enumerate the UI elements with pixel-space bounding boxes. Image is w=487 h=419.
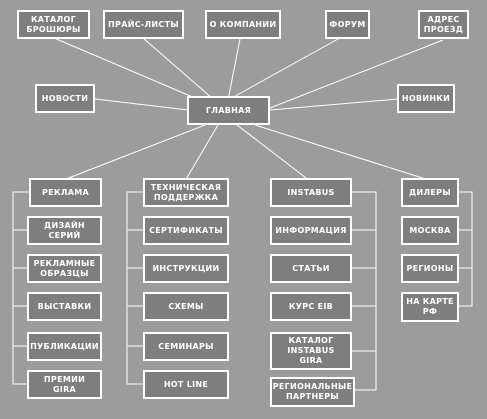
- group-head-label: INSTABUS: [287, 187, 335, 197]
- menu-item-label: HOT LINE: [163, 379, 209, 389]
- menu-item-instabus-catalog[interactable]: КАТАЛОГ INSTABUS GIRA: [270, 332, 352, 370]
- nav-news[interactable]: НОВОСТИ: [35, 84, 95, 113]
- group-head-tech-support[interactable]: ТЕХНИЧЕСКАЯ ПОДДЕРЖКА: [143, 178, 229, 207]
- nav-new-items-label: НОВИНКИ: [401, 93, 451, 103]
- menu-item-regions[interactable]: РЕГИОНЫ: [401, 254, 459, 283]
- menu-item-label: ИНСТРУКЦИИ: [152, 263, 220, 273]
- menu-item-label: СХЕМЫ: [168, 301, 204, 311]
- nav-address-label: АДРЕС ПРОЕЗД: [423, 14, 464, 34]
- menu-item-information[interactable]: ИНФОРМАЦИЯ: [270, 216, 352, 245]
- group-head-label: РЕКЛАМА: [42, 187, 89, 197]
- nav-forum-label: ФОРУМ: [329, 19, 366, 29]
- nav-about-label: О КОМПАНИИ: [209, 19, 277, 29]
- group-head-dealers[interactable]: ДИЛЕРЫ: [401, 178, 459, 207]
- menu-item-label: КУРС EIB: [288, 301, 334, 311]
- nav-home-label: ГЛАВНАЯ: [205, 105, 252, 115]
- menu-item-ad-samples[interactable]: РЕКЛАМНЫЕ ОБРАЗЦЫ: [27, 254, 102, 283]
- menu-item-label: ПУБЛИКАЦИИ: [30, 341, 99, 351]
- menu-item-label: ВЫСТАВКИ: [37, 301, 92, 311]
- nav-prices-label: ПРАЙС-ЛИСТЫ: [108, 19, 179, 29]
- nav-catalog-label: КАТАЛОГ БРОШЮРЫ: [26, 14, 81, 34]
- menu-item-exhibitions[interactable]: ВЫСТАВКИ: [27, 292, 102, 321]
- nav-catalog-brochures[interactable]: КАТАЛОГ БРОШЮРЫ: [17, 10, 90, 39]
- menu-item-label: СТАТЬИ: [292, 263, 330, 273]
- group-head-label: ДИЛЕРЫ: [409, 187, 451, 197]
- menu-item-seminars[interactable]: СЕМИНАРЫ: [143, 332, 229, 361]
- menu-item-gira-awards[interactable]: ПРЕМИИ GIRA: [27, 370, 102, 399]
- menu-item-instructions[interactable]: ИНСТРУКЦИИ: [143, 254, 229, 283]
- group-head-label: ТЕХНИЧЕСКАЯ ПОДДЕРЖКА: [150, 182, 222, 202]
- nav-home[interactable]: ГЛАВНАЯ: [187, 96, 270, 125]
- nav-forum[interactable]: ФОРУМ: [325, 10, 370, 39]
- menu-item-label: ИНФОРМАЦИЯ: [275, 225, 347, 235]
- group-head-instabus[interactable]: INSTABUS: [270, 178, 352, 207]
- menu-item-label: ДИЗАЙН СЕРИЙ: [44, 220, 85, 240]
- menu-item-certificates[interactable]: СЕРТИФИКАТЫ: [143, 216, 229, 245]
- menu-item-label: ПРЕМИИ GIRA: [43, 374, 86, 394]
- menu-item-label: РЕГИОНАЛЬНЫЕ ПАРТНЕРЫ: [272, 382, 353, 401]
- menu-item-regional-partners[interactable]: РЕГИОНАЛЬНЫЕ ПАРТНЕРЫ: [270, 377, 355, 407]
- menu-item-map-rf[interactable]: НА КАРТЕ РФ: [401, 292, 459, 322]
- menu-item-series-design[interactable]: ДИЗАЙН СЕРИЙ: [27, 216, 102, 245]
- nav-about-company[interactable]: О КОМПАНИИ: [205, 10, 281, 39]
- group-head-advertising[interactable]: РЕКЛАМА: [29, 178, 102, 207]
- nav-address-route[interactable]: АДРЕС ПРОЕЗД: [418, 10, 469, 39]
- menu-item-label: СЕМИНАРЫ: [158, 341, 214, 351]
- menu-item-label: РЕГИОНЫ: [406, 263, 454, 273]
- menu-item-label: МОСКВА: [409, 225, 451, 235]
- menu-item-articles[interactable]: СТАТЬИ: [270, 254, 352, 283]
- nav-news-label: НОВОСТИ: [41, 93, 89, 103]
- menu-item-moscow[interactable]: МОСКВА: [401, 216, 459, 245]
- menu-item-label: РЕКЛАМНЫЕ ОБРАЗЦЫ: [33, 258, 96, 278]
- menu-item-hot-line[interactable]: HOT LINE: [143, 370, 229, 399]
- nav-price-lists[interactable]: ПРАЙС-ЛИСТЫ: [103, 10, 184, 39]
- menu-item-schemes[interactable]: СХЕМЫ: [143, 292, 229, 321]
- menu-item-publications[interactable]: ПУБЛИКАЦИИ: [27, 332, 102, 361]
- menu-item-eib-course[interactable]: КУРС EIB: [270, 292, 352, 321]
- menu-item-label: НА КАРТЕ РФ: [406, 297, 454, 316]
- menu-item-label: КАТАЛОГ INSTABUS GIRA: [287, 336, 335, 365]
- nav-new-items[interactable]: НОВИНКИ: [397, 84, 455, 113]
- menu-item-label: СЕРТИФИКАТЫ: [149, 225, 223, 235]
